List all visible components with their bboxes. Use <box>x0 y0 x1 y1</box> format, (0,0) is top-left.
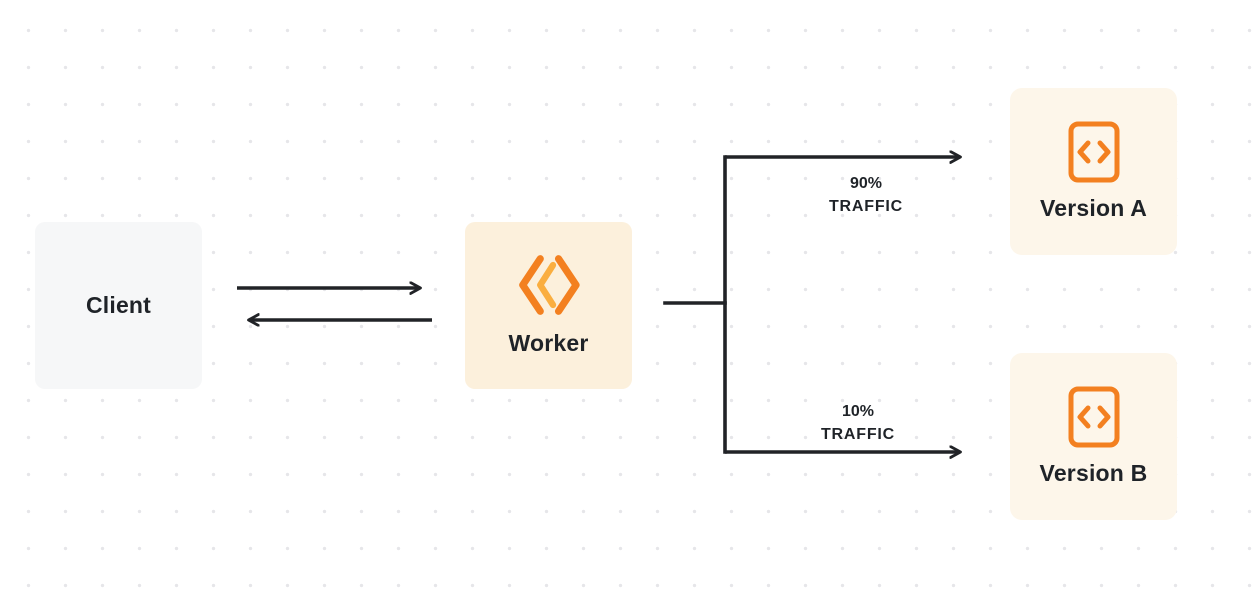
traffic-percent-10: 10% <box>841 403 875 420</box>
code-brackets-icon <box>1068 121 1120 183</box>
traffic-word-90: TRAFFIC <box>828 198 904 216</box>
traffic-label-10: 10% TRAFFIC <box>778 400 938 446</box>
version-a-label: Version A <box>1039 195 1148 221</box>
version-a-node: Version A <box>1010 88 1177 255</box>
client-label: Client <box>85 292 152 318</box>
traffic-label-90: 90% TRAFFIC <box>786 172 946 218</box>
version-b-node: Version B <box>1010 353 1177 520</box>
traffic-word-10: TRAFFIC <box>820 426 896 444</box>
worker-label: Worker <box>508 330 589 356</box>
worker-node: Worker <box>465 222 632 389</box>
cloudflare-workers-logo-icon <box>514 254 584 316</box>
client-node: Client <box>35 222 202 389</box>
traffic-percent-90: 90% <box>849 175 883 192</box>
version-b-label: Version B <box>1039 460 1148 486</box>
code-brackets-icon <box>1068 386 1120 448</box>
